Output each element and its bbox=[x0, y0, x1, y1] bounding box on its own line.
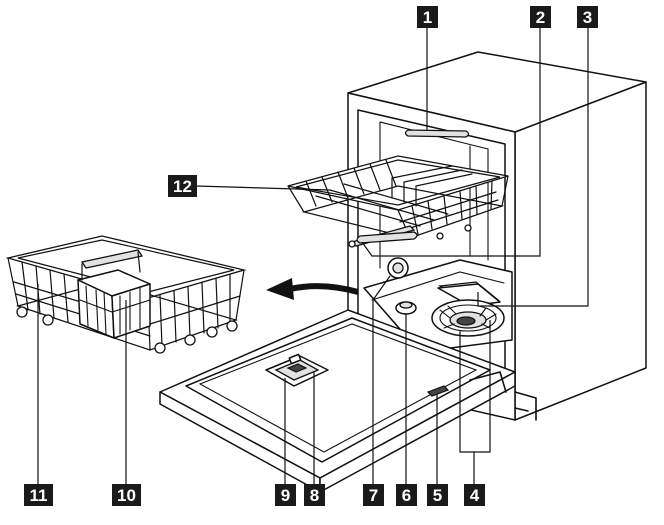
callout-11: 11 bbox=[24, 484, 53, 506]
rating-plate bbox=[426, 385, 450, 397]
callout-label-2: 2 bbox=[536, 8, 545, 27]
callout-4: 4 bbox=[464, 484, 485, 506]
callout-9: 9 bbox=[275, 484, 296, 506]
callout-7: 7 bbox=[363, 484, 384, 506]
cutlery-basket bbox=[77, 249, 151, 339]
callout-6: 6 bbox=[396, 484, 417, 506]
middle-spray-arm bbox=[356, 231, 418, 244]
callout-label-3: 3 bbox=[583, 8, 592, 27]
callout-label-5: 5 bbox=[433, 486, 442, 505]
salt-container bbox=[395, 301, 417, 315]
callout-label-11: 11 bbox=[30, 486, 48, 505]
detergent-dispenser bbox=[265, 353, 329, 387]
air-vent bbox=[387, 257, 409, 279]
callout-label-4: 4 bbox=[470, 486, 480, 505]
callout-8: 8 bbox=[304, 484, 325, 506]
callout-label-1: 1 bbox=[423, 8, 432, 27]
dishwasher-door bbox=[159, 309, 516, 493]
callout-label-12: 12 bbox=[173, 177, 192, 196]
remove-basket-arrow bbox=[266, 278, 359, 300]
callout-3: 3 bbox=[577, 6, 598, 28]
leader-lines bbox=[37, 28, 589, 484]
callout-label-6: 6 bbox=[402, 486, 411, 505]
filters bbox=[431, 299, 505, 337]
upper-spray-arm bbox=[404, 129, 470, 138]
callout-12: 12 bbox=[168, 175, 197, 197]
lower-spray-arm bbox=[437, 281, 501, 307]
callout-2: 2 bbox=[530, 6, 551, 28]
lower-basket bbox=[5, 235, 247, 354]
callout-label-9: 9 bbox=[281, 486, 290, 505]
callout-5: 5 bbox=[427, 484, 448, 506]
callout-1: 1 bbox=[417, 6, 438, 28]
callout-label-7: 7 bbox=[369, 486, 378, 505]
callout-label-10: 10 bbox=[117, 486, 136, 505]
callout-10: 10 bbox=[112, 484, 141, 506]
callout-label-8: 8 bbox=[310, 486, 319, 505]
